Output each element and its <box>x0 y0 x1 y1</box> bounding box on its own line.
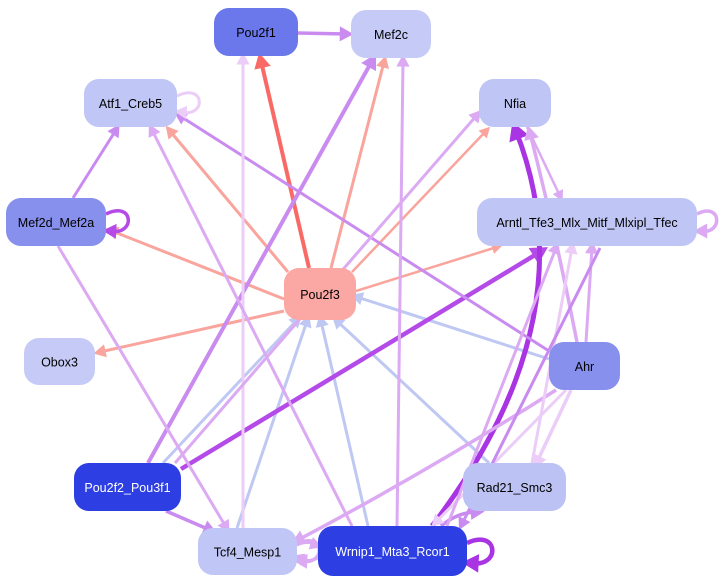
arrowhead-arntl-arntl <box>693 223 708 239</box>
arrowhead-wrnip1-mef2c <box>396 54 410 67</box>
edge-wrnip1-mef2c <box>395 60 405 527</box>
arrowhead-mef2d-atf1 <box>107 124 120 139</box>
edge-pou2f3-mef2d <box>111 229 285 301</box>
edge-pou2f3-pou2f1 <box>259 60 311 269</box>
arrowhead-atf1-atf1 <box>174 105 188 120</box>
node-box-wrnip1[interactable] <box>318 526 467 576</box>
node-box-mef2c[interactable] <box>351 10 431 58</box>
node-atf1[interactable]: Atf1_Creb5 <box>84 79 177 127</box>
edge-pou2f2-arntl <box>179 250 542 471</box>
edge-ahr-arntl <box>584 247 594 343</box>
arrowhead-pou2f3-mef2c <box>376 55 390 70</box>
arrowhead-ahr-arntl <box>585 241 599 254</box>
edge-rad21-pou2f3 <box>335 319 491 465</box>
arrowhead-pou2f3-atf1 <box>165 125 179 140</box>
edge-mef2d-atf1 <box>71 129 118 199</box>
node-label-nfia: Nfia <box>504 97 526 111</box>
node-nfia[interactable]: Nfia <box>479 79 551 127</box>
node-pou2f2[interactable]: Pou2f2_Pou3f1 <box>74 463 181 511</box>
edge-mef2d-tcf4 <box>56 245 228 528</box>
edge-pou2f3-obox3 <box>99 309 285 354</box>
edge-ahr-rad21 <box>535 389 573 463</box>
arrowhead-mef2d-mef2d <box>102 223 117 239</box>
node-label-rad21: Rad21_Smc3 <box>477 481 553 495</box>
node-label-arntl: Arntl_Tfe3_Mlx_Mitf_Mlxipl_Tfec <box>496 216 677 230</box>
node-box-nfia[interactable] <box>479 79 551 127</box>
edge-nfia-arntl <box>525 126 562 197</box>
edge-wrnip1-pou2f3 <box>319 320 370 527</box>
arrowhead-tcf4-pou2f1 <box>236 52 250 65</box>
node-box-ahr[interactable] <box>549 342 620 390</box>
node-obox3[interactable]: Obox3 <box>24 338 95 385</box>
edge-pou2f3-mef2c <box>329 61 386 269</box>
edge-pou2f2-mef2c <box>146 60 374 464</box>
edge-wrnip1-atf1 <box>150 129 354 527</box>
edge-pou2f1-mef2c <box>297 31 347 36</box>
arrowhead-arntl-wrnip1 <box>458 516 471 531</box>
node-pou2f1[interactable]: Pou2f1 <box>214 8 298 56</box>
node-label-pou2f3: Pou2f3 <box>300 288 340 302</box>
node-label-obox3: Obox3 <box>41 356 78 370</box>
arrowhead-pou2f1-mef2c <box>339 26 354 42</box>
node-pou2f3[interactable]: Pou2f3 <box>284 268 356 320</box>
arrowhead-ahr-wrnip1 <box>431 513 445 527</box>
arrowhead-tcf4-tcf4 <box>293 553 308 569</box>
edge-tcf4-pou2f3 <box>235 320 309 529</box>
node-box-tcf4[interactable] <box>198 528 297 575</box>
node-box-arntl[interactable] <box>477 198 697 246</box>
node-rad21[interactable]: Rad21_Smc3 <box>463 463 566 511</box>
node-arntl[interactable]: Arntl_Tfe3_Mlx_Mitf_Mlxipl_Tfec <box>477 198 697 246</box>
arrowhead-wrnip1-wrnip1 <box>461 554 480 573</box>
node-label-atf1: Atf1_Creb5 <box>99 97 162 111</box>
edge-pou2f3-arntl <box>355 245 498 293</box>
node-mef2c[interactable]: Mef2c <box>351 10 431 58</box>
arrowhead-wrnip1-atf1 <box>148 123 161 138</box>
node-label-mef2c: Mef2c <box>374 28 408 42</box>
node-mef2d[interactable]: Mef2d_Mef2a <box>6 198 106 246</box>
arrowhead-pou2f3-nfia <box>478 126 491 139</box>
node-label-wrnip1: Wrnip1_Mta3_Rcor1 <box>335 545 449 559</box>
node-wrnip1[interactable]: Wrnip1_Mta3_Rcor1 <box>318 526 467 576</box>
edge-pou2f2-tcf4 <box>165 509 211 532</box>
node-label-pou2f1: Pou2f1 <box>236 26 276 40</box>
node-box-atf1[interactable] <box>84 79 177 127</box>
node-label-ahr: Ahr <box>575 360 594 374</box>
node-label-pou2f2: Pou2f2_Pou3f1 <box>84 481 170 495</box>
node-ahr[interactable]: Ahr <box>549 342 620 390</box>
edge-mef2d-mef2d <box>105 209 130 234</box>
edge-atf1-atf1 <box>176 91 201 115</box>
node-box-pou2f3[interactable] <box>284 268 356 320</box>
arrowhead-pou2f3-pou2f1 <box>254 52 271 70</box>
node-box-obox3[interactable] <box>24 338 95 385</box>
node-box-pou2f1[interactable] <box>214 8 298 56</box>
node-tcf4[interactable]: Tcf4_Mesp1 <box>198 528 297 575</box>
node-label-mef2d: Mef2d_Mef2a <box>18 216 94 230</box>
node-box-rad21[interactable] <box>463 463 566 511</box>
node-box-pou2f2[interactable] <box>74 463 181 511</box>
edge-pou2f2-pou2f3 <box>161 318 299 465</box>
edge-wrnip1-wrnip1 <box>466 537 495 566</box>
node-label-tcf4: Tcf4_Mesp1 <box>214 546 281 560</box>
edge-ahr-tcf4 <box>297 388 557 542</box>
edge-pou2f3-nfia <box>351 130 487 273</box>
arrowhead-pou2f3-obox3 <box>93 344 107 358</box>
arrowhead-pou2f2-nfia <box>468 109 482 124</box>
node-box-mef2d[interactable] <box>6 198 106 246</box>
